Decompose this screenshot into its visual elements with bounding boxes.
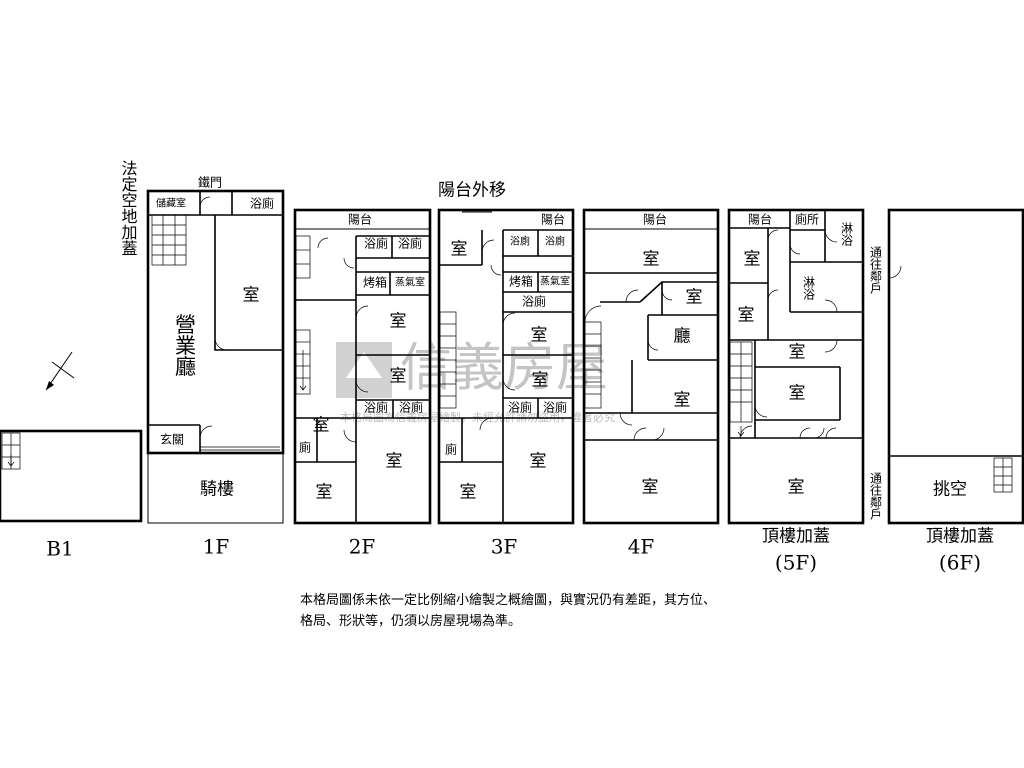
room-label-3f-b: 室 bbox=[531, 326, 548, 346]
floor-1f: 鐵門 儲藏室 浴廁 營業廳 室 玄關 騎樓 bbox=[146, 175, 285, 524]
floor-sublabel-5f: (5F) bbox=[775, 551, 817, 575]
room-label-4f-a: 室 bbox=[643, 250, 660, 270]
oven-label-3f: 烤箱 bbox=[509, 274, 533, 289]
room-label-3f-e: 室 bbox=[460, 483, 477, 503]
room-label-2f-b: 室 bbox=[390, 367, 407, 387]
kitchen-label-3f: 浴廁 bbox=[522, 294, 546, 309]
bath-label-2f-b: 浴廁 bbox=[398, 236, 422, 251]
to-neighbor-label-lower: 通往鄰戶 bbox=[869, 472, 883, 521]
stair-3f bbox=[439, 311, 457, 409]
kitchen-label-1f: 浴廁 bbox=[250, 196, 274, 211]
bath-label-2f-d: 浴廁 bbox=[399, 400, 423, 415]
stair-b1 bbox=[1, 432, 21, 470]
room-label-4f-d: 室 bbox=[642, 478, 659, 498]
toilet-label-2f: 廁 bbox=[299, 440, 311, 455]
balcony-label-5f: 陽台 bbox=[748, 212, 772, 227]
room-label-2f-c: 室 bbox=[313, 416, 330, 436]
floor-label-3f: 3F bbox=[491, 535, 518, 559]
shower-label-5f-b: 淋浴 bbox=[802, 276, 816, 301]
room-label-3f-c: 室 bbox=[532, 371, 549, 391]
room-label-4f-b: 室 bbox=[686, 288, 703, 308]
stair-2f bbox=[295, 235, 311, 395]
bath-label-2f-c: 浴廁 bbox=[364, 400, 388, 415]
bath-label-2f-a: 浴廁 bbox=[364, 236, 388, 251]
floor-5f: 陽台 廁所 淋浴 室 淋浴 室 室 室 室 bbox=[727, 208, 865, 525]
floor-sublabel-6f: (6F) bbox=[939, 551, 981, 575]
oven-label-2f: 烤箱 bbox=[363, 275, 387, 290]
bath-label-3f-c: 浴廁 bbox=[508, 400, 532, 415]
floor-3f: 陽台外移 陽台 室 bbox=[437, 181, 575, 525]
room-label-5f-a: 室 bbox=[744, 250, 761, 270]
watermark-notice: 本格局圖為信義房屋繪製，未經允許請勿盜用，違者必究 bbox=[340, 410, 615, 424]
room-label-3f-a: 室 bbox=[451, 240, 468, 260]
void-label-6f: 挑空 bbox=[933, 480, 967, 500]
toilet-label-3f: 廁 bbox=[445, 442, 457, 457]
bath-label-3f-a: 浴廁 bbox=[510, 235, 530, 248]
stair-1f bbox=[151, 214, 187, 266]
business-hall-label: 營業廳 bbox=[173, 314, 197, 377]
room-label-5f-d: 室 bbox=[789, 384, 806, 404]
floor-b1 bbox=[0, 429, 143, 523]
balcony-label-3f: 陽台 bbox=[541, 212, 565, 227]
shower-label-5f-a: 淋浴 bbox=[840, 222, 854, 247]
steam-label-2f: 蒸氣室 bbox=[395, 276, 425, 289]
floor-label-5f: 頂樓加蓋 bbox=[762, 527, 830, 547]
floor-label-6f: 頂樓加蓋 bbox=[926, 527, 994, 547]
floor-label-2f: 2F bbox=[349, 535, 376, 559]
north-arrow-icon bbox=[45, 351, 75, 391]
legal-open-space-label: 法定空地加蓋 bbox=[119, 160, 138, 256]
steam-label-3f: 蒸氣室 bbox=[540, 275, 570, 288]
floor-label-1f: 1F bbox=[203, 535, 230, 559]
stair-5f bbox=[729, 341, 753, 437]
room-label-4f-c: 室 bbox=[674, 391, 691, 411]
balcony-label-2f: 陽台 bbox=[348, 212, 372, 227]
bath-label-3f-b: 浴廁 bbox=[545, 235, 565, 248]
watermark-logo-mark bbox=[346, 352, 382, 378]
stair-6f bbox=[993, 457, 1013, 493]
room-label-2f-d: 室 bbox=[386, 452, 403, 472]
disclaimer-note: 本格局圖係未依一定比例縮小繪製之概繪圖，與實況仍有差距，其方位、格局、形狀等，仍… bbox=[300, 593, 717, 629]
floor-label-4f: 4F bbox=[628, 535, 655, 559]
room-label-2f-a: 室 bbox=[390, 312, 407, 332]
arcade-label: 騎樓 bbox=[200, 480, 234, 500]
floor-label-b1: B1 bbox=[46, 537, 73, 561]
iron-door-label: 鐵門 bbox=[198, 175, 222, 190]
foyer-label: 玄關 bbox=[160, 432, 184, 447]
bath-label-3f-d: 浴廁 bbox=[543, 400, 567, 415]
storage-label: 儲藏室 bbox=[156, 197, 186, 210]
balcony-label-4f: 陽台 bbox=[643, 212, 667, 227]
hall-label-4f: 廳 bbox=[674, 327, 691, 347]
to-neighbor-label-upper: 通往鄰戶 bbox=[869, 246, 883, 295]
stair-4f bbox=[584, 305, 602, 409]
room-label-5f-b: 室 bbox=[738, 306, 755, 326]
room-label-5f-c: 室 bbox=[789, 343, 806, 363]
floor-4f: 陽台 室 室 廳 室 室 bbox=[582, 208, 720, 525]
floor-2f: 陽台 浴廁 浴廁 烤箱 蒸氣室 室 室 浴廁 浴廁 室 廁 室 室 bbox=[293, 208, 432, 525]
floor-6f: 挑空 bbox=[887, 208, 1024, 525]
room-label-2f-e: 室 bbox=[316, 483, 333, 503]
balcony-moved-label: 陽台外移 bbox=[438, 181, 506, 201]
room-label-3f-d: 室 bbox=[530, 452, 547, 472]
restroom-label-5f: 廁所 bbox=[795, 212, 819, 227]
room-label-1f: 室 bbox=[243, 286, 260, 306]
room-label-5f-e: 室 bbox=[788, 478, 805, 498]
